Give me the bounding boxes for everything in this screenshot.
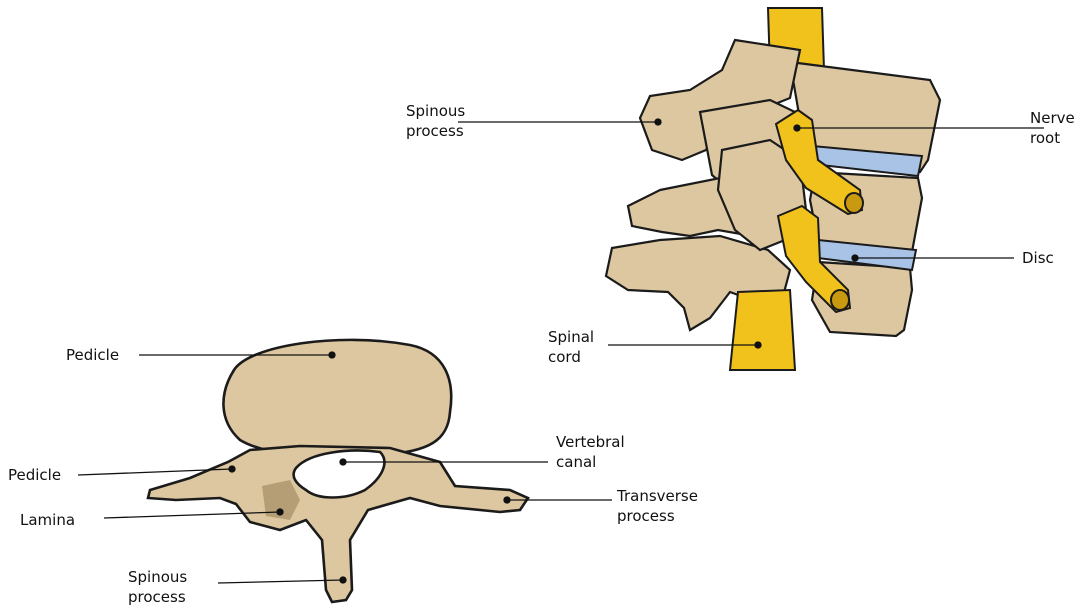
leader-dot-nerve-root — [794, 125, 800, 131]
label-text: Vertebral — [556, 432, 625, 452]
label-transverse-process: Transverse process — [617, 486, 698, 526]
label-text: Pedicle — [8, 465, 61, 485]
label-pedicle-top: Pedicle — [66, 345, 119, 365]
label-text: Spinous — [406, 101, 465, 121]
label-spinous-process-top: Spinous process — [406, 101, 465, 141]
label-lamina: Lamina — [20, 510, 75, 530]
label-text: process — [617, 506, 698, 526]
label-text: root — [1030, 128, 1075, 148]
label-nerve-root: Nerve root — [1030, 108, 1075, 148]
label-text: canal — [556, 452, 625, 472]
label-text: Pedicle — [66, 345, 119, 365]
label-text: Transverse — [617, 486, 698, 506]
leader-dot-pedicle-top — [329, 352, 335, 358]
label-text: Disc — [1022, 248, 1054, 268]
label-text: process — [128, 587, 187, 607]
label-disc: Disc — [1022, 248, 1054, 268]
label-text: Spinal — [548, 327, 594, 347]
top-view-figure — [148, 340, 528, 602]
label-spinal-cord: Spinal cord — [548, 327, 594, 367]
leader-dot-transverse-process — [504, 497, 510, 503]
nerve-root-lower-tip — [831, 290, 849, 310]
leader-dot-lamina — [277, 509, 283, 515]
nerve-root-upper-tip — [845, 193, 863, 213]
leader-dot-spinal-cord — [755, 342, 761, 348]
label-vertebral-canal: Vertebral canal — [556, 432, 625, 472]
side-view-figure — [606, 8, 940, 370]
leader-dot-pedicle-side — [229, 466, 235, 472]
label-text: Lamina — [20, 510, 75, 530]
leader-dot-disc — [852, 255, 858, 261]
leader-dot-spinous-process-bottom — [340, 577, 346, 583]
label-spinous-process-bottom: Spinous process — [128, 567, 187, 607]
label-text: cord — [548, 347, 594, 367]
label-text: process — [406, 121, 465, 141]
label-text: Spinous — [128, 567, 187, 587]
spinal-cord-lower — [730, 290, 795, 370]
leader-dot-spinous-process-top — [655, 119, 661, 125]
vertebral-body — [223, 340, 451, 457]
label-text: Nerve — [1030, 108, 1075, 128]
leader-dot-vertebral-canal — [340, 459, 346, 465]
label-pedicle-side: Pedicle — [8, 465, 61, 485]
